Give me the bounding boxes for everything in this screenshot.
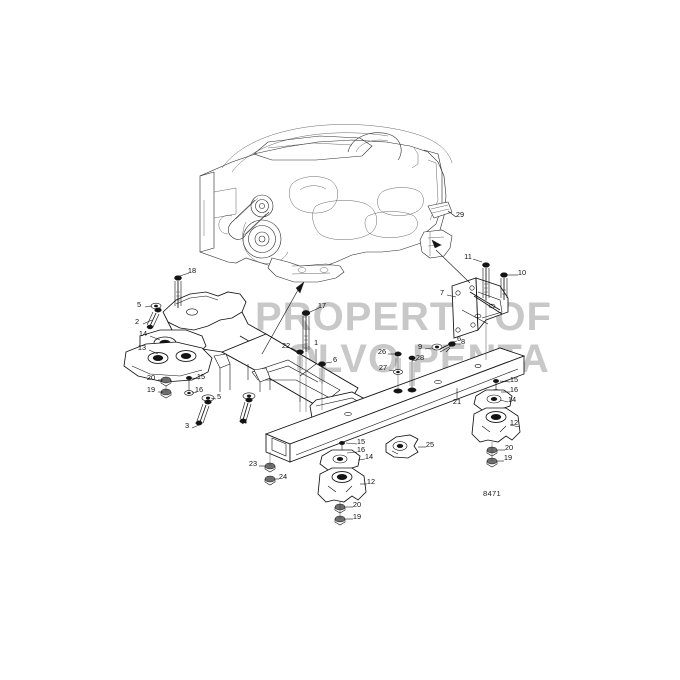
callout-19a: 19 [147,385,155,394]
callout-1: 1 [314,338,318,347]
callout-15a: 15 [197,372,205,381]
callout-13: 13 [138,343,146,352]
callout-16c: 16 [510,385,518,394]
callout-14c: 14 [508,395,516,404]
callout-18: 18 [188,266,196,275]
callout-19c: 19 [504,453,512,462]
callout-9: 9 [418,342,422,351]
bracket-bolts [482,262,508,360]
callout-12a: 12 [367,477,375,486]
callout-17: 17 [318,301,326,310]
callout-6a: 6 [333,355,337,364]
drawing-reference-number: 8471 [483,489,501,498]
callout-5b: 5 [217,392,221,401]
callout-10: 10 [518,268,526,277]
callout-25: 25 [426,440,434,449]
callout-6b: 6 [457,334,461,343]
callout-5a: 5 [137,300,141,309]
engine-block [199,124,453,283]
callout-15b: 15 [357,437,365,446]
main-support-beam [264,347,526,463]
center-bolts [296,310,326,412]
callout-14a: 14 [139,329,147,338]
callout-3: 3 [185,421,189,430]
leader-lines [142,210,521,520]
callout-26: 26 [378,347,386,356]
callout-2: 2 [135,317,139,326]
callout-23: 23 [249,459,257,468]
callout-19b: 19 [353,512,361,521]
callout-7: 7 [440,288,444,297]
callout-16a: 16 [195,385,203,394]
callout-27: 27 [379,363,387,372]
callout-11: 11 [464,252,472,261]
beam-end-hardware [264,452,276,486]
callout-21: 21 [453,397,461,406]
right-rubber-mount [471,379,521,468]
callout-20c: 20 [505,443,513,452]
callout-14b: 14 [365,452,373,461]
callout-12b: 12 [510,418,518,427]
callout-24: 24 [279,472,287,481]
link-hardware [431,341,456,353]
callout-20a: 20 [147,373,155,382]
callout-20b: 20 [353,500,361,509]
center-stud-hardware [393,351,417,394]
callout-15c: 15 [510,375,518,384]
left-mount-hardware [146,275,256,426]
shim-plate [385,434,419,459]
callout-22: 22 [282,341,290,350]
callout-4: 4 [243,417,247,426]
callout-29: 29 [456,210,464,219]
callout-28: 28 [416,353,424,362]
callout-8: 8 [461,337,465,346]
callout-16b: 16 [357,445,365,454]
callout-numbers: 1 2 3 4 5 5 6 6 7 8 9 10 11 12 12 13 14 … [135,210,526,521]
